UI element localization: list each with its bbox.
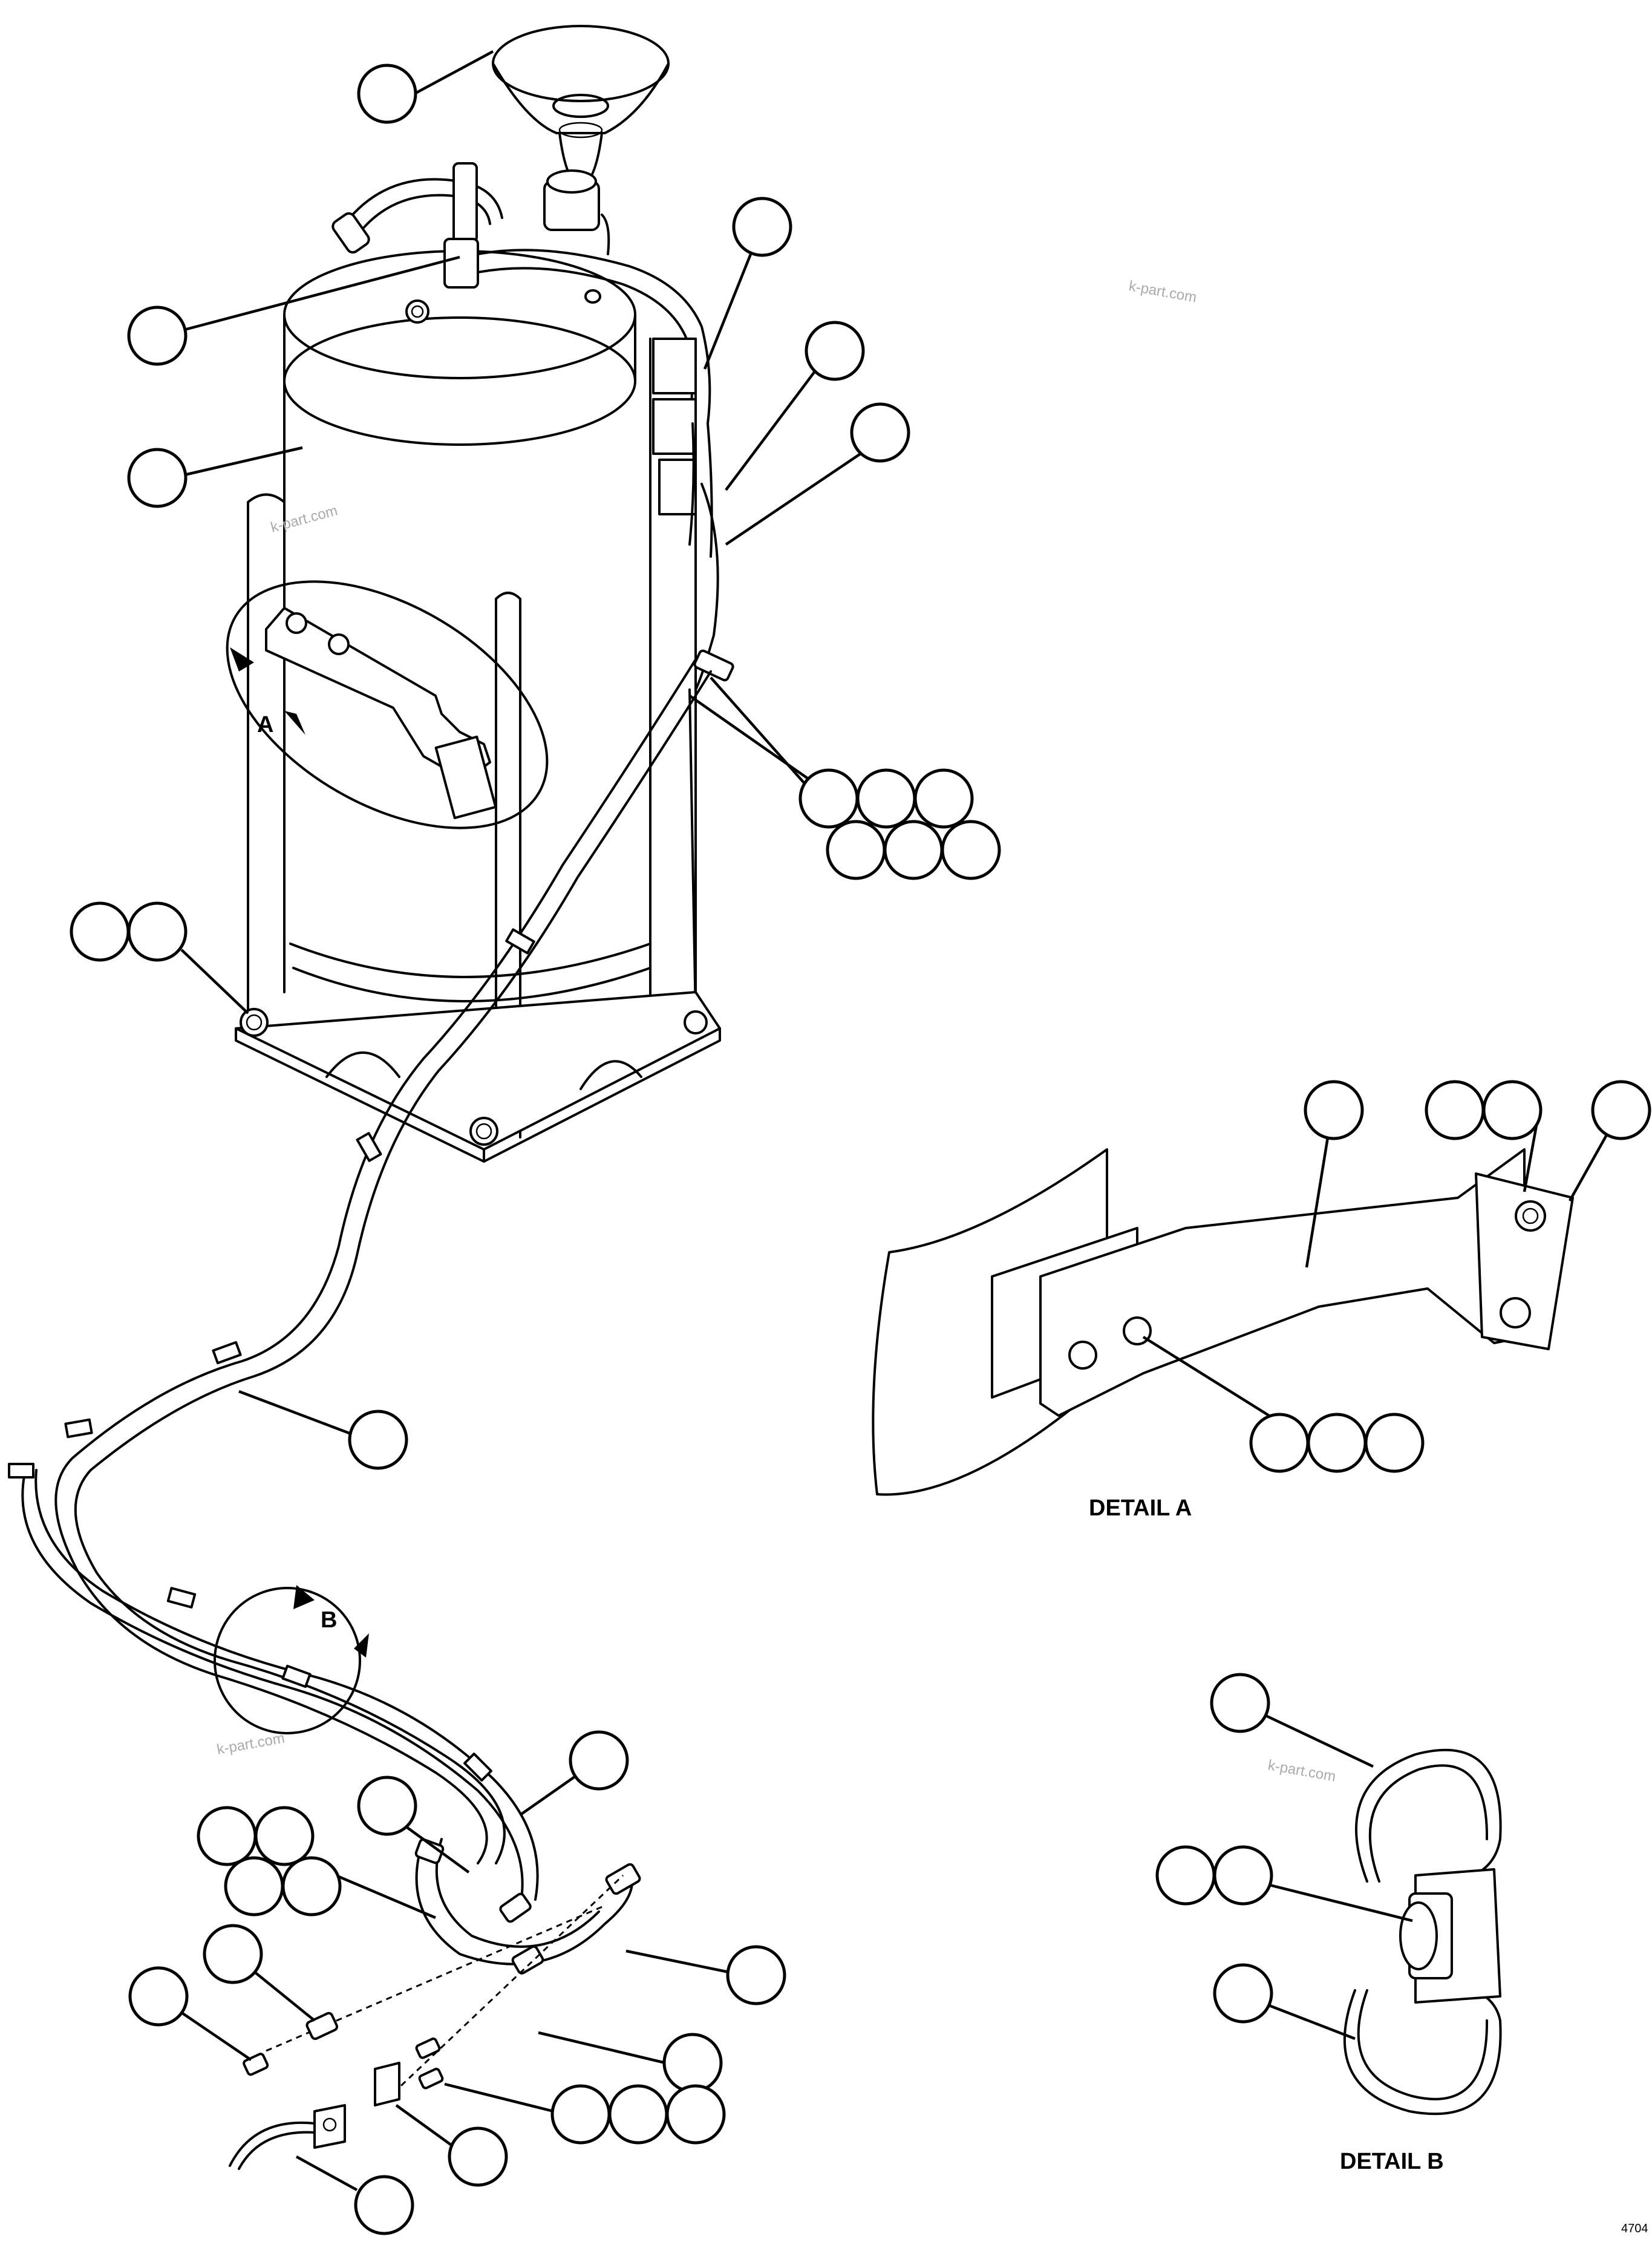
balloon [348, 1410, 408, 1470]
detail-b-view: DETAIL B [1340, 1748, 1502, 2174]
detail-b-callout: B [321, 1607, 337, 1633]
balloon [662, 2033, 723, 2093]
balloon [1155, 1845, 1216, 1906]
balloon [856, 768, 916, 829]
balloon [354, 2175, 414, 2235]
balloon [798, 768, 859, 829]
hose-run: B [8, 658, 712, 2170]
balloon [913, 768, 974, 829]
balloon [569, 1730, 629, 1791]
balloon [1307, 1413, 1367, 1473]
balloon [608, 2084, 668, 2145]
balloon [70, 901, 130, 962]
balloon [127, 448, 188, 508]
balloon [805, 321, 865, 381]
watermark: k-part.com [215, 1730, 286, 1758]
balloon [197, 1806, 257, 1866]
watermark: k-part.com [1128, 278, 1198, 306]
funnel [492, 25, 670, 189]
detail-b-title: DETAIL B [1340, 2149, 1444, 2174]
balloon [254, 1806, 315, 1866]
balloon [1210, 1673, 1270, 1733]
detail-a-title: DETAIL A [1089, 1495, 1192, 1521]
watermark: k-part.com [1267, 1757, 1337, 1785]
detail-a-callout: A [257, 712, 273, 737]
balloon [357, 64, 417, 124]
balloon [732, 197, 792, 257]
balloon [1482, 1080, 1543, 1140]
balloon [826, 820, 886, 880]
balloon [726, 1945, 786, 2005]
balloon [357, 1776, 417, 1836]
balloon [941, 820, 1001, 880]
balloon [665, 2084, 726, 2145]
watermark: k-part.com [269, 502, 339, 535]
balloon [128, 1966, 189, 2027]
balloon [281, 1856, 342, 1917]
balloon [1213, 1963, 1273, 2024]
balloon [448, 2126, 508, 2187]
item-balloons [70, 50, 1651, 2235]
balloon [127, 306, 188, 366]
balloon [1213, 1845, 1273, 1906]
tank-assembly: A [226, 162, 734, 1163]
balloon [203, 1924, 263, 1984]
balloon [550, 2084, 611, 2145]
balloon [1591, 1080, 1651, 1140]
detail-a-view: DETAIL A [872, 1148, 1574, 1521]
balloon [850, 402, 910, 463]
balloon [224, 1856, 284, 1917]
balloon [127, 901, 188, 962]
balloon [883, 820, 944, 880]
drawing-number: 4704 [1621, 2222, 1648, 2235]
balloon [1364, 1413, 1425, 1473]
balloon [1249, 1413, 1310, 1473]
balloon [1425, 1080, 1485, 1140]
balloon [1304, 1080, 1364, 1140]
